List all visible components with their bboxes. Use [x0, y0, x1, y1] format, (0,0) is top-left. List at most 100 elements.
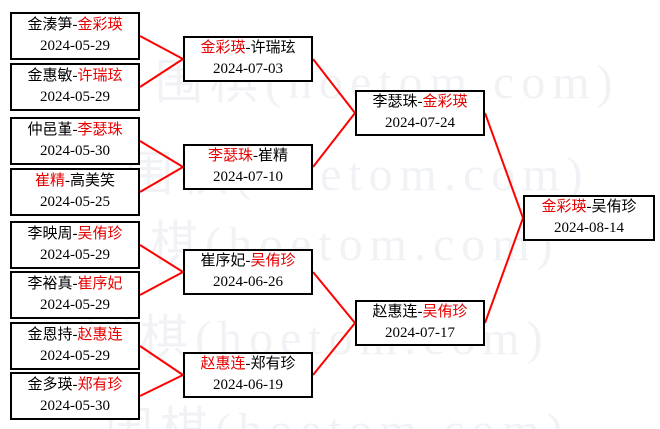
match-date: 2024-06-26: [213, 274, 283, 290]
bracket-connector: [139, 244, 184, 273]
name-separator: -: [253, 148, 258, 164]
player-name-left: 李瑟珠: [372, 94, 418, 110]
name-separator: -: [245, 356, 251, 372]
match-players: 仲邑堇-李瑟珠: [27, 120, 122, 141]
player-name-left: 李映周: [27, 226, 73, 242]
match-players: 李瑟珠-崔精: [208, 146, 288, 167]
name-separator: -: [72, 327, 78, 343]
match-date: 2024-07-03: [213, 61, 283, 77]
match-players: 李映周-吴侑珍: [27, 224, 122, 245]
match-players: 李裕真-崔序妃: [27, 274, 122, 295]
player-name-right: 郑有珍: [77, 377, 123, 393]
bracket-connector: [139, 271, 184, 296]
player-name-right: 吴侑珍: [250, 253, 296, 269]
name-separator: -: [72, 68, 78, 84]
name-separator: -: [72, 17, 78, 33]
bracket-connector: [312, 112, 356, 168]
match-date: 2024-05-29: [40, 297, 110, 313]
bracket-connector: [312, 58, 356, 114]
player-name-left: 金恩持: [27, 327, 73, 343]
match-box-quarterfinals-4: 赵惠连-郑有珍 2024-06-19: [183, 352, 313, 398]
player-name-right: 崔序妃: [77, 276, 123, 292]
match-players: 崔序妃-吴侑珍: [200, 251, 295, 272]
name-separator: -: [245, 40, 251, 56]
match-box-final-1: 金彩瑛-吴侑珍 2024-08-14: [523, 195, 655, 241]
match-date: 2024-05-30: [40, 143, 110, 159]
player-name-left: 崔序妃: [200, 253, 246, 269]
match-box-quarterfinals-2: 李瑟珠-崔精 2024-07-10: [183, 144, 313, 190]
bracket-connector: [139, 374, 184, 397]
player-name-right: 金彩瑛: [77, 17, 123, 33]
name-separator: -: [586, 199, 592, 215]
match-box-quarterfinals-1: 金彩瑛-许瑞玹 2024-07-03: [183, 36, 313, 82]
name-separator: -: [72, 377, 78, 393]
player-name-right: 吴侑珍: [422, 304, 468, 320]
name-separator: -: [245, 253, 251, 269]
bracket-connector: [139, 345, 184, 376]
name-separator: -: [72, 276, 78, 292]
name-separator: -: [72, 122, 78, 138]
player-name-left: 崔精: [34, 173, 65, 189]
match-players: 李瑟珠-金彩瑛: [372, 92, 467, 113]
match-box-round-1-6: 李裕真-崔序妃 2024-05-29: [10, 271, 140, 319]
match-date: 2024-05-29: [40, 348, 110, 364]
match-players: 赵惠连-郑有珍: [200, 354, 295, 375]
match-players: 金多瑛-郑有珍: [27, 375, 122, 396]
match-date: 2024-07-10: [213, 169, 283, 185]
match-players: 赵惠连-吴侑珍: [372, 302, 467, 323]
match-players: 金彩瑛-吴侑珍: [541, 197, 636, 218]
bracket-connector: [139, 35, 184, 60]
player-name-right: 许瑞玹: [250, 40, 296, 56]
match-date: 2024-05-25: [40, 194, 110, 210]
match-date: 2024-05-29: [40, 89, 110, 105]
bracket-connector: [312, 271, 356, 324]
match-box-round-1-5: 李映周-吴侑珍 2024-05-29: [10, 221, 140, 269]
name-separator: -: [65, 173, 70, 189]
match-players: 金惠敏-许瑞玹: [27, 66, 122, 87]
player-name-left: 李瑟珠: [207, 148, 253, 164]
player-name-right: 许瑞玹: [77, 68, 123, 84]
bracket-connector: [312, 322, 356, 376]
player-name-right: 高美笑: [70, 173, 116, 189]
match-box-quarterfinals-3: 崔序妃-吴侑珍 2024-06-26: [183, 249, 313, 295]
match-box-round-1-7: 金恩持-赵惠连 2024-05-29: [10, 322, 140, 370]
player-name-right: 金彩瑛: [422, 94, 468, 110]
match-players: 金彩瑛-许瑞玹: [200, 38, 295, 59]
player-name-right: 李瑟珠: [77, 122, 123, 138]
bracket-connector: [139, 140, 184, 168]
match-date: 2024-08-14: [554, 220, 624, 236]
match-box-round-1-2: 金惠敏-许瑞玹 2024-05-29: [10, 63, 140, 111]
name-separator: -: [417, 94, 423, 110]
player-name-left: 金彩瑛: [200, 40, 246, 56]
name-separator: -: [72, 226, 78, 242]
match-box-semifinals-2: 赵惠连-吴侑珍 2024-07-17: [355, 300, 485, 346]
match-date: 2024-07-17: [385, 325, 455, 341]
player-name-right: 郑有珍: [250, 356, 296, 372]
player-name-left: 李裕真: [27, 276, 73, 292]
player-name-right: 崔精: [258, 148, 289, 164]
name-separator: -: [417, 304, 423, 320]
match-players: 崔精-高美笑: [35, 171, 115, 192]
player-name-left: 金彩瑛: [541, 199, 587, 215]
match-date: 2024-06-19: [213, 377, 283, 393]
match-date: 2024-05-29: [40, 38, 110, 54]
player-name-right: 吴侑珍: [77, 226, 123, 242]
player-name-left: 金惠敏: [27, 68, 73, 84]
player-name-left: 赵惠连: [372, 304, 418, 320]
match-box-round-1-1: 金湊笋-金彩瑛 2024-05-29: [10, 12, 140, 60]
player-name-right: 赵惠连: [77, 327, 123, 343]
match-players: 金湊笋-金彩瑛: [27, 15, 122, 36]
bracket-connector: [139, 166, 184, 193]
match-box-round-1-3: 仲邑堇-李瑟珠 2024-05-30: [10, 117, 140, 165]
bracket-connector: [139, 58, 184, 88]
match-date: 2024-05-29: [40, 247, 110, 263]
bracket-connector: [484, 217, 524, 324]
bracket-connector: [484, 112, 524, 219]
player-name-left: 仲邑堇: [27, 122, 73, 138]
player-name-left: 金多瑛: [27, 377, 73, 393]
player-name-right: 吴侑珍: [591, 199, 637, 215]
